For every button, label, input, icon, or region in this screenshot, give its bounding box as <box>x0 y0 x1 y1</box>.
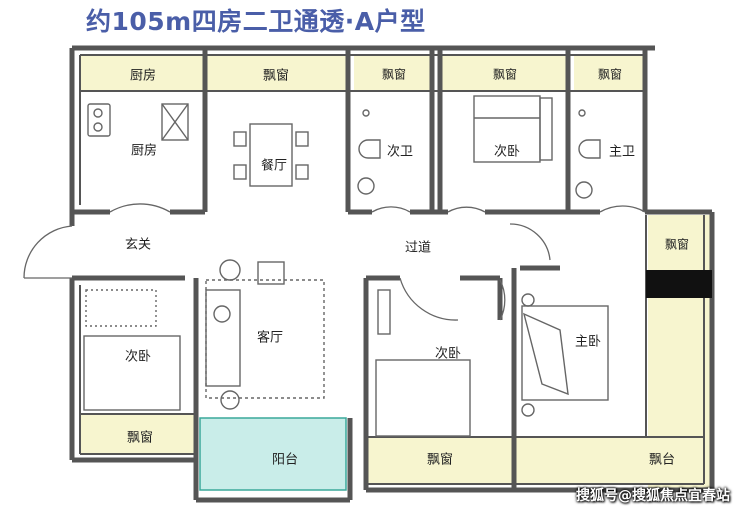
living-label: 客厅 <box>256 330 284 346</box>
walls <box>69 45 715 503</box>
kitchen-window-label: 厨房 <box>129 68 157 84</box>
mainbath-window-label: 飘窗 <box>597 67 623 82</box>
doors <box>23 203 646 321</box>
right-window-label: 飘窗 <box>664 237 690 252</box>
kitchen-label: 厨房 <box>130 143 158 159</box>
bay-window-fills <box>80 55 712 491</box>
page-title: 约105m四房二卫通透·A户型 <box>86 7 426 36</box>
master-balcony-label: 飘台 <box>648 452 676 468</box>
bed-left-label: 次卧 <box>124 349 152 365</box>
dining-window-label: 飘窗 <box>262 68 290 84</box>
corridor-label: 过道 <box>404 240 432 256</box>
master-label: 主卧 <box>574 334 602 350</box>
bed-left-window-label: 飘窗 <box>126 430 154 446</box>
bed-mid-window-label: 飘窗 <box>426 452 454 468</box>
entry-label: 玄关 <box>124 237 152 253</box>
bed-mid-label: 次卧 <box>434 346 462 362</box>
dining-label: 餐厅 <box>260 158 288 174</box>
balcony-label: 阳台 <box>271 452 299 468</box>
furniture <box>83 95 609 437</box>
bed2-window-label: 飘窗 <box>492 67 518 82</box>
window-block <box>646 270 712 298</box>
watermark: 搜狐号@搜狐焦点宜春站 <box>576 488 730 504</box>
bath2-window-label: 飘窗 <box>381 67 407 82</box>
bed-top-label: 次卧 <box>493 144 521 160</box>
bath2-label: 次卫 <box>386 144 414 160</box>
mainbath-label: 主卫 <box>608 144 636 160</box>
